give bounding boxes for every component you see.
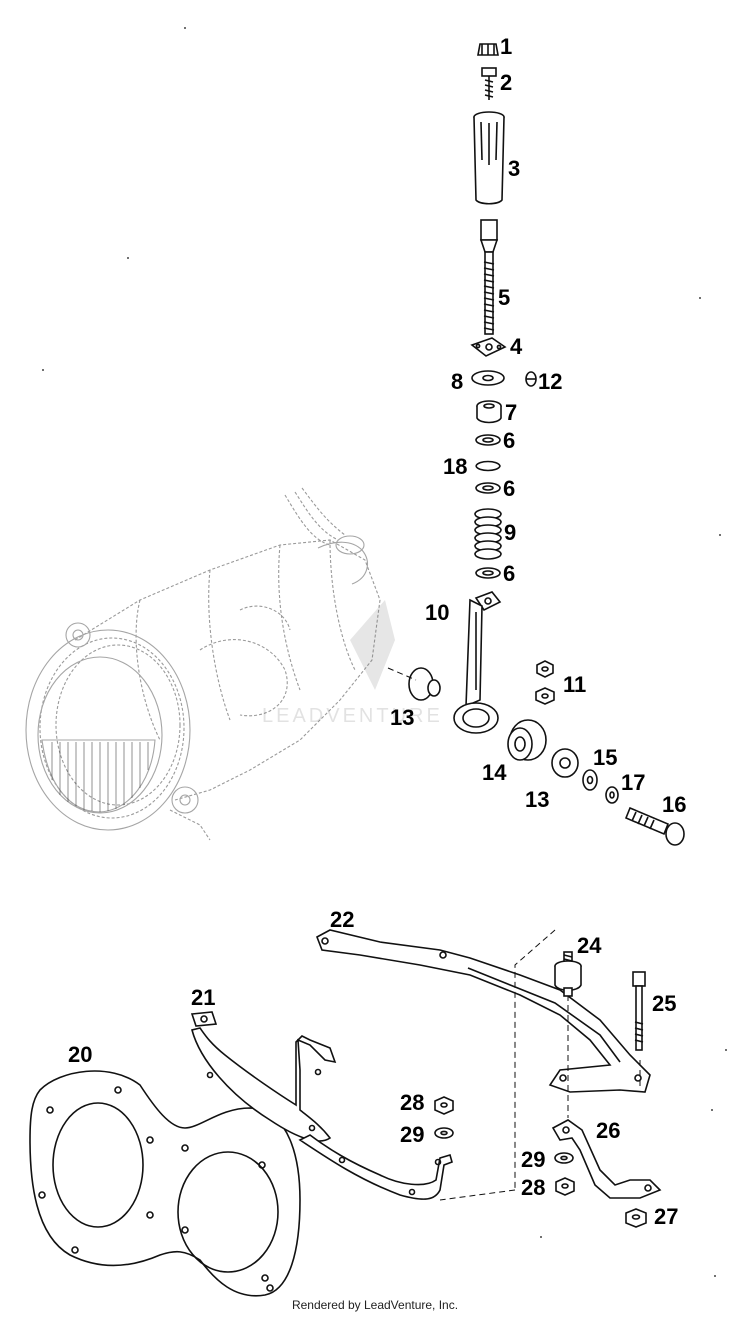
part-9-spring	[474, 508, 502, 560]
callout-22: 22	[330, 907, 354, 932]
part-18-circlip	[475, 460, 501, 472]
part-6-washer-upper	[475, 434, 501, 446]
part-2-screw	[481, 67, 497, 100]
callout-16: 16	[662, 792, 686, 817]
callout-26: 26	[596, 1118, 620, 1143]
callout-13-right: 13	[525, 787, 549, 812]
part-10-shift-lever	[453, 591, 502, 734]
callout-2: 2	[500, 70, 512, 95]
callout-6-middle: 6	[503, 476, 515, 501]
watermark-text: LEADVENTURE	[262, 705, 443, 727]
callout-18: 18	[443, 454, 467, 479]
part-14-bushing	[507, 719, 547, 761]
part-21-spacer-plate	[190, 1011, 218, 1027]
part-15-washer	[582, 769, 598, 791]
part-22-bracket	[316, 929, 651, 1093]
part-4-plate	[470, 337, 507, 357]
callout-12: 12	[538, 369, 562, 394]
part-13-bushing-right	[551, 748, 579, 778]
part-29-washer-left	[434, 1127, 454, 1139]
callout-14: 14	[482, 760, 507, 785]
part-27-nut	[625, 1208, 647, 1228]
callout-4: 4	[510, 334, 523, 359]
callout-labels: 1 2 3 5 4 8 12 7 6 18 6 9 6 10 11 13 14 …	[68, 34, 686, 1229]
part-3-grip	[473, 111, 505, 205]
part-28-nut-left	[434, 1096, 454, 1115]
callout-3: 3	[508, 156, 520, 181]
part-26-strap	[551, 1119, 662, 1199]
part-band-bracket	[191, 1027, 453, 1200]
callout-9: 9	[504, 520, 516, 545]
footer-credit: Rendered by LeadVenture, Inc.	[291, 1298, 459, 1312]
callout-15: 15	[593, 745, 617, 770]
part-13-bushing-left	[387, 667, 441, 701]
part-6-washer-lower	[475, 567, 501, 579]
callout-11: 11	[563, 672, 586, 697]
callout-27: 27	[654, 1204, 678, 1229]
callout-28-left: 28	[400, 1090, 424, 1115]
part-29-washer-right	[554, 1152, 574, 1164]
part-1-cap	[477, 43, 499, 56]
part-25-long-bolt	[632, 971, 646, 1051]
part-12-bushing	[525, 371, 537, 387]
callout-5: 5	[498, 285, 510, 310]
part-8-washer	[471, 370, 505, 386]
callout-25: 25	[652, 991, 676, 1016]
callout-20: 20	[68, 1042, 92, 1067]
scan-specks	[42, 27, 727, 1277]
callout-17: 17	[621, 770, 645, 795]
part-5-threaded-rod	[479, 219, 499, 335]
callout-8: 8	[451, 369, 463, 394]
callout-21: 21	[191, 985, 215, 1010]
part-16-bolt	[624, 806, 685, 846]
callout-10: 10	[425, 600, 449, 625]
callout-1: 1	[500, 34, 512, 59]
part-7-rubber-mount	[476, 400, 502, 424]
dashed-guide-lines	[439, 929, 641, 1201]
callout-24: 24	[577, 933, 602, 958]
part-17-lock-washer	[605, 786, 619, 804]
part-11-nuts	[535, 660, 555, 705]
part-20-gasket	[29, 1070, 301, 1297]
part-28-nut-right	[555, 1177, 575, 1196]
callout-6-upper: 6	[503, 428, 515, 453]
callout-29-left: 29	[400, 1122, 424, 1147]
callout-29-right: 29	[521, 1147, 545, 1172]
part-6-washer-middle	[475, 482, 501, 494]
callout-6-lower: 6	[503, 561, 515, 586]
watermark: LEADVENTURE	[262, 600, 443, 727]
callout-7: 7	[505, 400, 517, 425]
callout-28-right: 28	[521, 1175, 545, 1200]
engine-housing-illustration	[25, 487, 381, 841]
callout-13-left: 13	[390, 705, 414, 730]
part-24-rubber-mount	[554, 951, 582, 997]
